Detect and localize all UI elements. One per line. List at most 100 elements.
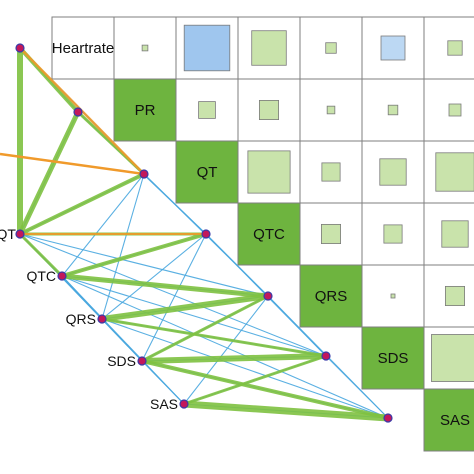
- correlation-square: [380, 35, 406, 61]
- diagonal-cell-background: [299, 264, 363, 328]
- matrix-cell-qtc-sds: [361, 202, 425, 266]
- network-edge-strong: [140, 359, 390, 420]
- matrix-cell-qrs-sas: [423, 264, 474, 328]
- matrix-cell-qt-qtc: [237, 140, 301, 204]
- network-node: [263, 291, 273, 301]
- correlation-square: [320, 223, 341, 244]
- network-node: [57, 271, 67, 281]
- network-edge-strong: [180, 400, 392, 422]
- correlation-square: [326, 105, 336, 115]
- diagonal-cell-qrs: QRS: [299, 264, 363, 328]
- matrix-cell-heartrate-qrs: [299, 16, 363, 80]
- network-node: [15, 229, 25, 239]
- network-edge-strong: [18, 172, 146, 236]
- diagonal-cell-sds: SDS: [361, 326, 425, 390]
- correlation-square: [247, 150, 291, 194]
- correlation-square: [383, 224, 403, 244]
- network-edge-strong: [18, 232, 64, 278]
- network-node-label-qtc: QTC: [26, 268, 56, 284]
- matrix-cell-heartrate-sas: [423, 16, 474, 80]
- network-edge-strong: [140, 294, 270, 363]
- matrix-cell-heartrate-pr: [113, 16, 177, 80]
- network-edge-strong: [17, 109, 81, 237]
- correlation-square: [387, 104, 399, 116]
- correlation-square: [251, 30, 287, 66]
- diagonal-cell-background: [175, 140, 239, 204]
- network-edge-thin: [141, 360, 185, 405]
- network-node: [201, 229, 211, 239]
- network-edge-thin: [61, 275, 389, 419]
- matrix-cell-heartrate-qtc: [237, 16, 301, 80]
- matrix-cell-qt-sas: [423, 140, 474, 204]
- correlation-square: [325, 42, 337, 54]
- network-edge-thin: [19, 233, 269, 297]
- matrix-cell-qtc-qrs: [299, 202, 363, 266]
- matrix-cell-qt-qrs: [299, 140, 363, 204]
- network-edge-thin: [101, 173, 145, 320]
- network-edge-thin: [101, 318, 389, 419]
- correlation-square: [379, 158, 407, 186]
- matrix-cell-qt-sds: [361, 140, 425, 204]
- variable-label-heartrate: Heartrate: [52, 40, 115, 57]
- diagonal-cell-heartrate: Heartrate: [51, 16, 115, 80]
- correlation-square: [447, 40, 463, 56]
- correlation-square: [448, 103, 462, 117]
- matrix-cell-qtc-sas: [423, 202, 474, 266]
- network-edge-strong: [60, 232, 208, 278]
- network-node: [137, 356, 147, 366]
- network-node: [321, 351, 331, 361]
- diagonal-cell-qt: QT: [175, 140, 239, 204]
- matrix-cell-pr-qtc: [237, 78, 301, 142]
- network-edge-thin: [61, 173, 145, 277]
- network-node: [179, 399, 189, 409]
- correlation-square: [441, 220, 469, 248]
- correlation-square: [258, 100, 279, 121]
- variable-label-qtc: QTC: [253, 226, 285, 243]
- correlation-square: [141, 44, 149, 52]
- network-edge-strong: [99, 293, 271, 322]
- correlation-square: [198, 101, 216, 119]
- variable-label-sds: SDS: [378, 350, 409, 367]
- diagonal-cell-background: [51, 16, 115, 80]
- network-node: [383, 413, 393, 423]
- variable-label-qrs: QRS: [315, 288, 348, 305]
- correlation-square: [435, 152, 474, 192]
- network-edge-thin: [183, 295, 269, 405]
- network-edge-strong: [182, 354, 328, 406]
- network-node: [139, 169, 149, 179]
- network-edge-thin: [19, 233, 327, 357]
- correlation-network-edges: [0, 45, 392, 422]
- diagonal-cell-background: [423, 388, 474, 452]
- matrix-cell-sds-sas: [423, 326, 474, 390]
- correlation-square: [444, 285, 465, 306]
- network-node: [15, 43, 25, 53]
- diagonal-cell-pr: PR: [113, 78, 177, 142]
- variable-label-qt: QT: [197, 164, 218, 181]
- network-edge-thin: [141, 233, 207, 362]
- matrix-cell-pr-qt: [175, 78, 239, 142]
- network-edge-thin: [325, 355, 389, 419]
- matrix-cell-background: [237, 16, 301, 80]
- network-edge-negative: [0, 152, 145, 176]
- matrix-cell-pr-sas: [423, 78, 474, 142]
- matrix-cell-pr-sds: [361, 78, 425, 142]
- correlation-square: [183, 24, 231, 72]
- network-node-label-qrs: QRS: [66, 311, 96, 327]
- network-node-label-qt: QT: [0, 226, 16, 242]
- diagonal-cell-qtc: QTC: [237, 202, 301, 266]
- network-node-label-sas: SAS: [150, 396, 178, 412]
- network-node: [73, 107, 83, 117]
- variable-label-pr: PR: [135, 102, 156, 119]
- network-edge-strong: [100, 317, 328, 358]
- network-node: [97, 314, 107, 324]
- correlation-square: [431, 334, 474, 382]
- network-edge-thin: [61, 275, 327, 357]
- network-edge-strong: [139, 353, 329, 364]
- network-edge-strong: [59, 273, 271, 299]
- variable-label-sas: SAS: [440, 412, 470, 429]
- matrix-cell-heartrate-qt: [175, 16, 239, 80]
- diagonal-cell-background: [113, 78, 177, 142]
